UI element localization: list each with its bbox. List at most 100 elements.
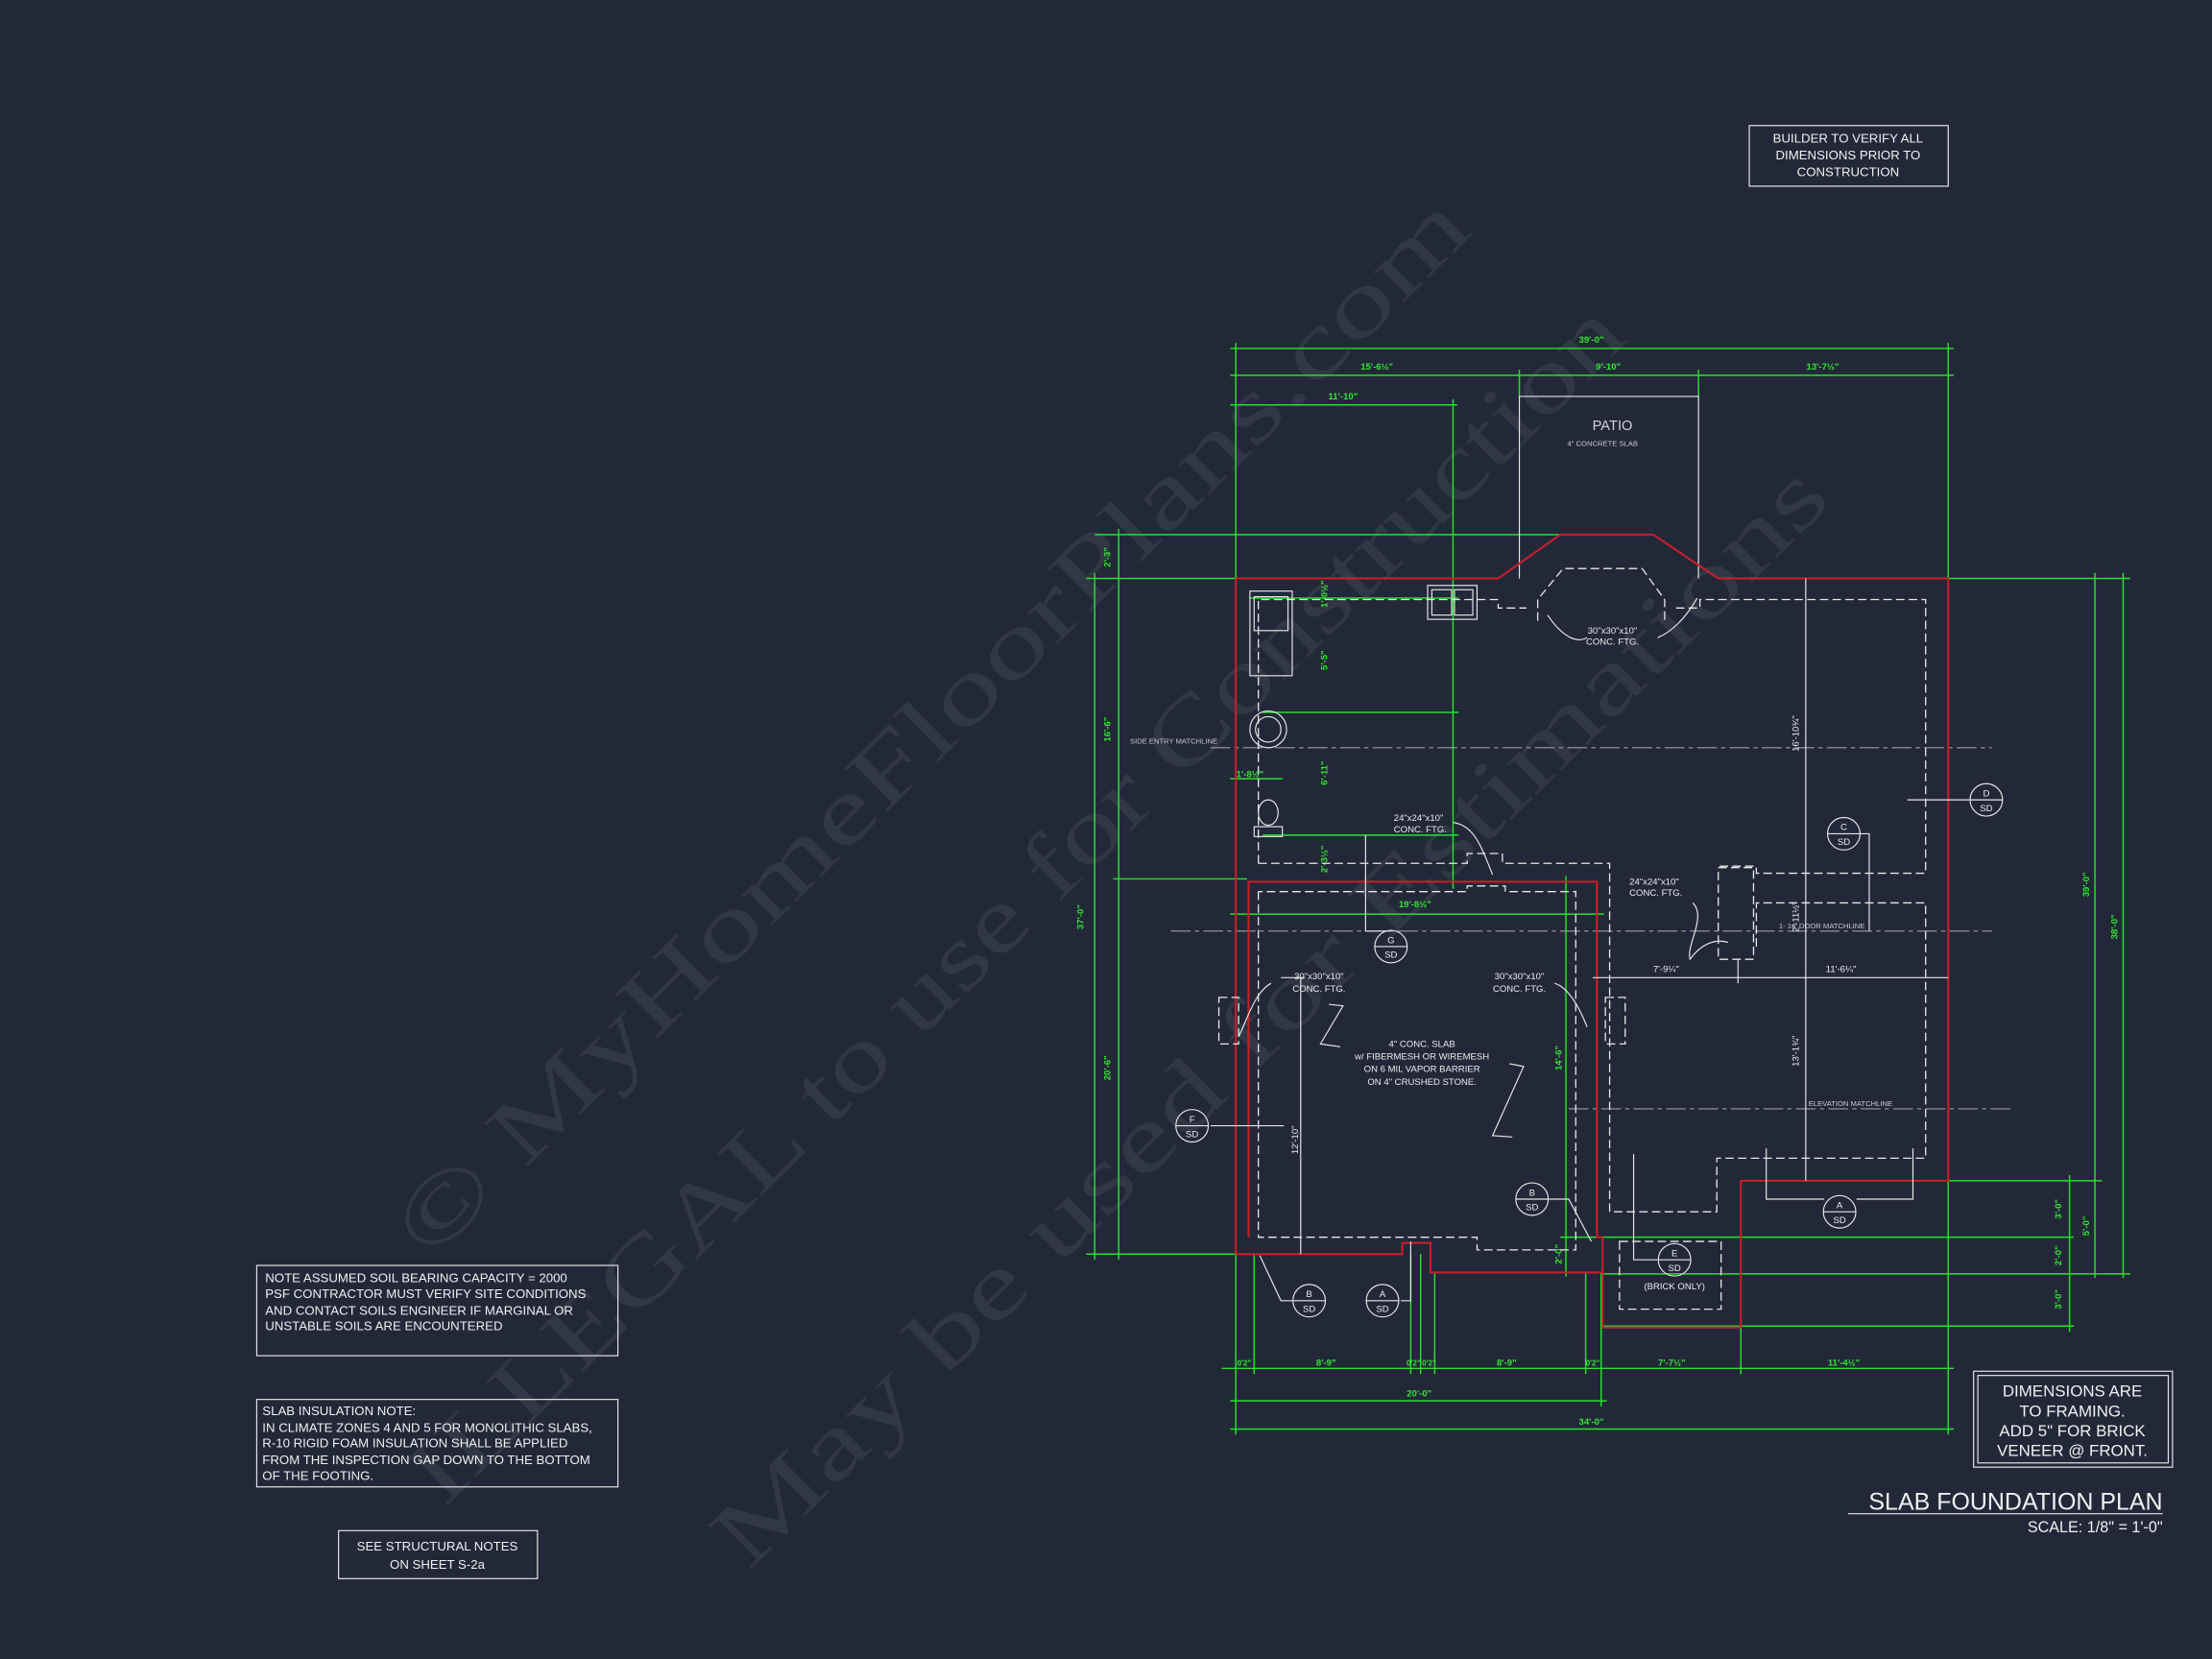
section-marker[interactable]: A SD (1365, 1284, 1400, 1318)
elevation-matchline-label: ELEVATION MATCHLINE (1809, 1099, 1892, 1108)
dim-bottom-overall: 34'-0" (1579, 1417, 1604, 1428)
footing-label: CONC. FTG. (1493, 984, 1546, 995)
section-letter: A (1380, 1289, 1386, 1300)
dim-int-f: 19'-8½" (1399, 900, 1431, 910)
footing-outlines (1217, 567, 1927, 1310)
section-sheet: SD (1980, 804, 1992, 814)
dim-int-e: 1'-8½" (1237, 770, 1264, 781)
dim-bottom-s5: 8'-9" (1497, 1358, 1517, 1368)
dim-bottom-s1: 0'2" (1238, 1358, 1252, 1367)
section-letter: E (1671, 1249, 1677, 1260)
section-sheet: SD (1376, 1305, 1388, 1315)
interior-dimension-labels: 16'-10¾" 2'-11½" 13'-1¾" 7'-9¼" 11'-6¼" … (1290, 715, 1857, 1154)
dim-bottom-s7: 7'-7½" (1658, 1358, 1686, 1368)
washer-dryer (1249, 590, 1293, 677)
dim-top-left: 15'-6½" (1360, 362, 1393, 373)
patio: PATIO 4" CONCRETE SLAB (1518, 396, 1699, 579)
footing-label: 30"x30"x10" (1495, 972, 1545, 982)
slab-note-line: ON 4" CRUSHED STONE. (1367, 1077, 1477, 1088)
section-marker[interactable]: E SD (1657, 1242, 1692, 1277)
structural-note-line: ON SHEET S-2a (390, 1557, 486, 1572)
section-letter: C (1840, 823, 1847, 833)
section-marker[interactable]: F SD (1175, 1109, 1210, 1143)
patio-label: PATIO (1593, 419, 1633, 434)
insulation-note-line: R-10 RIGID FOAM INSULATION SHALL BE APPL… (262, 1436, 567, 1451)
builder-note-box: BUILDER TO VERIFY ALL DIMENSIONS PRIOR T… (1748, 125, 1949, 187)
footing-label: CONC. FTG. (1292, 984, 1345, 995)
section-sheet: SD (1384, 950, 1397, 961)
section-marker[interactable]: G SD (1374, 929, 1408, 964)
dim-bottom-s3: 0'2" (1407, 1358, 1421, 1367)
dim-top-right: 13'-7½" (1807, 362, 1839, 373)
lavatory (1249, 709, 1287, 749)
dim-white-f: 12'-10" (1290, 1125, 1301, 1154)
interior-dimension-lines (1210, 578, 1970, 1302)
section-letter: F (1190, 1115, 1195, 1125)
dim-top-overall: 39'-0" (1579, 335, 1604, 346)
dim-right-inner: 39'-0" (2081, 872, 2092, 897)
dim-white-e: 11'-6¼" (1826, 964, 1857, 974)
section-marker[interactable]: B SD (1292, 1284, 1327, 1318)
soil-note-line: NOTE ASSUMED SOIL BEARING CAPACITY = 200… (265, 1271, 567, 1286)
side-entry-matchline-label: SIDE ENTRY MATCHLINE (1130, 736, 1217, 745)
dim-white-b: 2'-11½" (1791, 902, 1801, 932)
section-sheet: SD (1526, 1203, 1538, 1214)
section-marker[interactable]: ASD (1822, 1194, 1857, 1229)
footing-label: CONC. FTG. (1586, 637, 1639, 648)
footing-label: 24"x24"x10" (1394, 813, 1444, 824)
dim-int-d: 2'-3½" (1320, 846, 1331, 874)
drawing-title: SLAB FOUNDATION PLAN SCALE: 1/8" = 1'-0" (1847, 1488, 2163, 1536)
insulation-note-line: SLAB INSULATION NOTE: (262, 1404, 416, 1418)
dimensions-note-line: ADD 5" FOR BRICK (1999, 1422, 2146, 1440)
dimensions-note-line: VENEER @ FRONT. (1997, 1441, 2148, 1459)
patio-sub-label: 4" CONCRETE SLAB (1567, 439, 1637, 447)
section-marker[interactable]: BSD (1515, 1182, 1550, 1216)
dim-left-top: 2'-3" (1102, 547, 1113, 567)
section-marker[interactable]: CSD (1827, 816, 1861, 851)
section-letter: G (1387, 935, 1394, 946)
soil-note-line: UNSTABLE SOILS ARE ENCOUNTERED (265, 1319, 502, 1334)
builder-note-line: BUILDER TO VERIFY ALL (1773, 131, 1924, 145)
section-sheet: SD (1833, 1215, 1845, 1226)
slab-note-line: w/ FIBERMESH OR WIREMESH (1354, 1052, 1489, 1063)
dim-int-c: 6'-11" (1320, 761, 1331, 785)
dim-int-g: 14'-6" (1554, 1046, 1565, 1070)
section-sheet: SD (1303, 1305, 1315, 1315)
footing-label: CONC. FTG. (1394, 825, 1447, 835)
section-sheet: SD (1186, 1129, 1198, 1140)
dim-int-a: 1'-0½" (1320, 580, 1331, 608)
dim-left-overall: 37'-0" (1075, 904, 1086, 929)
dim-right-d: 5'-0" (2081, 1216, 2092, 1237)
dim-white-d: 7'-9¼" (1653, 964, 1679, 974)
dim-bottom-s4: 0'2" (1422, 1358, 1436, 1367)
dim-bottom-garage: 20'-0" (1407, 1389, 1431, 1400)
dimensions-note-line: TO FRAMING. (2019, 1402, 2125, 1420)
slab-note-line: 4" CONC. SLAB (1389, 1039, 1455, 1049)
dim-left-lower: 20'-6" (1102, 1055, 1113, 1080)
section-marker[interactable]: DSD (1969, 782, 2004, 817)
dim-bottom-s2: 8'-9" (1316, 1358, 1336, 1368)
section-sheet: SD (1669, 1263, 1681, 1274)
section-letter: B (1306, 1289, 1311, 1300)
brick-only-label: (BRICK ONLY) (1644, 1282, 1704, 1292)
footing-label: 24"x24"x10" (1629, 877, 1679, 887)
scale-text: SCALE: 1/8" = 1'-0" (2028, 1519, 2163, 1536)
toilet (1258, 799, 1279, 827)
insulation-note-line: OF THE FOOTING. (262, 1468, 373, 1482)
dim-int-b: 5'-5" (1320, 650, 1331, 670)
insulation-note-line: IN CLIMATE ZONES 4 AND 5 FOR MONOLITHIC … (262, 1420, 592, 1434)
footing-label: CONC. FTG. (1629, 888, 1682, 899)
dimension-labels: 39'-0" 15'-6½" 9'-10" 13'-7½" 11'-10" 37… (1075, 335, 2120, 1428)
kitchen-sink (1427, 585, 1479, 620)
footing-label: 30"x30"x10" (1294, 972, 1344, 982)
dimensions-note-box: DIMENSIONS ARE TO FRAMING. ADD 5" FOR BR… (1973, 1370, 2174, 1468)
dim-right-outer: 38'-0" (2110, 914, 2121, 939)
dimensions-note-line: DIMENSIONS ARE (2003, 1382, 2142, 1401)
matchlines: SIDE ENTRY MATCHLINE 1- 16' DOOR MATCHLI… (1130, 736, 2010, 1110)
dim-int-h: 2'-0" (1554, 1244, 1565, 1264)
slab-note-line: ON 6 MIL VAPOR BARRIER (1364, 1065, 1480, 1075)
dim-bottom-s8: 11'-4½" (1828, 1358, 1860, 1368)
builder-note-line: CONSTRUCTION (1797, 165, 1899, 180)
dim-white-a: 16'-10¾" (1791, 715, 1801, 752)
soil-note-box: NOTE ASSUMED SOIL BEARING CAPACITY = 200… (255, 1264, 619, 1357)
